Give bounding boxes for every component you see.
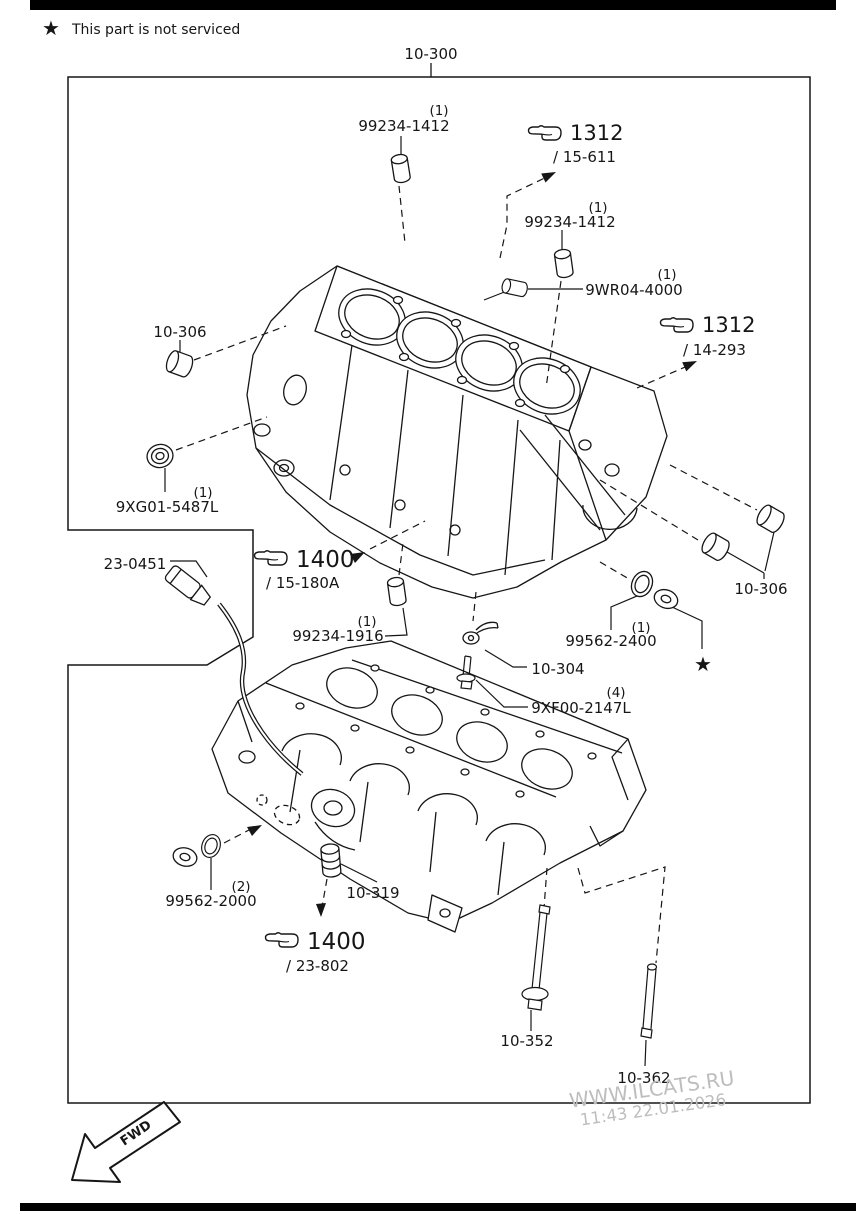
ref-code-14-293[interactable]: 1312	[702, 313, 755, 337]
crank-sensor-icon	[164, 565, 304, 776]
leader-arrowheads	[247, 172, 697, 917]
bearing-bays	[326, 667, 573, 790]
pointing-hand-icon-14-293	[659, 317, 694, 333]
part-number-sensor[interactable]: 23-0451	[104, 555, 167, 573]
not-serviced-star-icon: ★	[694, 652, 712, 676]
dowel-pin-icon-lower	[386, 575, 408, 608]
part-number-plug-right[interactable]: 10-306	[734, 580, 787, 598]
grommet-icon-right	[650, 585, 682, 613]
ribbed-plug-icon	[320, 843, 342, 878]
assembly-label[interactable]: 10-300	[404, 45, 457, 63]
ref-code-23-802[interactable]: 1400	[307, 929, 366, 955]
stud-bolt-icon	[640, 963, 658, 1039]
qty-pin-top: (1)	[429, 103, 448, 119]
qty-socket-plug: (1)	[193, 485, 212, 501]
legend-text: This part is not serviced	[71, 22, 240, 38]
ref-section-23-802[interactable]: / 23-802	[286, 957, 349, 975]
blind-plug-icon-right-1	[698, 530, 733, 564]
qty-jet-bolt: (4)	[606, 685, 625, 701]
blind-plug-icon-right-2	[753, 502, 788, 536]
part-number-pin-lower[interactable]: 99234-1916	[292, 627, 383, 645]
ref-section-15-611[interactable]: / 15-611	[553, 148, 616, 166]
part-number-oil-jet[interactable]: 10-304	[531, 660, 584, 678]
long-bolt-icon	[521, 904, 551, 1011]
jet-bolt-icon	[456, 655, 476, 690]
part-number-pin-top[interactable]: 99234-1412	[358, 117, 449, 135]
bottom-bar	[20, 1203, 856, 1211]
part-number-plug-bottom[interactable]: 10-319	[346, 884, 399, 902]
blind-plug-icon-left	[163, 348, 196, 380]
legend-star-icon: ★	[42, 16, 60, 40]
dowel-pin-icon-mid	[553, 247, 575, 280]
pointing-hand-icon-15-611	[527, 125, 562, 141]
part-number-jet-bolt[interactable]: 9XF00-2147L	[531, 699, 631, 717]
part-number-plug-left[interactable]: 10-306	[153, 323, 206, 341]
grommet-icon-left	[170, 844, 200, 870]
cylinder-block-lower	[211, 640, 647, 933]
part-number-pin-mid[interactable]: 99234-1412	[524, 213, 615, 231]
ref-section-15-180a[interactable]: / 15-180A	[266, 574, 340, 592]
deck-bolt-holes	[340, 295, 571, 408]
oil-jet-icon	[462, 621, 499, 645]
pointing-hand-icon-15-180a	[253, 550, 288, 566]
dashed-leaders	[175, 173, 758, 964]
qty-pin-side: (1)	[657, 267, 676, 283]
solid-leaders	[164, 136, 775, 1067]
part-number-seal-right[interactable]: 99562-2400	[565, 632, 656, 650]
ref-code-15-180a[interactable]: 1400	[296, 547, 355, 573]
qty-pin-lower: (1)	[357, 614, 376, 630]
diagram-border	[67, 76, 811, 1104]
dowel-pin-icon-top	[390, 152, 412, 185]
oring-icon-right	[626, 567, 658, 601]
qty-seal-right: (1)	[631, 620, 650, 636]
cylinder-block-upper	[246, 265, 668, 599]
part-number-socket-plug[interactable]: 9XG01-5487L	[116, 498, 219, 516]
part-number-seal-left[interactable]: 99562-2000	[165, 892, 256, 910]
flange-bolt-holes	[295, 664, 597, 798]
oring-icon-left	[197, 831, 225, 861]
part-number-pin-side[interactable]: 9WR04-4000	[585, 281, 682, 299]
qty-pin-mid: (1)	[588, 200, 607, 216]
fwd-arrow: FWD	[71, 1101, 181, 1183]
part-number-bolt-long[interactable]: 10-352	[500, 1032, 553, 1050]
qty-seal-left: (2)	[231, 879, 250, 895]
socket-plug-icon	[146, 443, 174, 469]
top-bar	[30, 0, 836, 10]
pointing-hand-icon-23-802	[264, 932, 299, 948]
ref-section-14-293[interactable]: / 14-293	[683, 341, 746, 359]
part-number-stud[interactable]: 10-362	[617, 1069, 670, 1087]
ref-code-15-611[interactable]: 1312	[570, 121, 623, 145]
dowel-pin-icon-side	[500, 277, 530, 298]
